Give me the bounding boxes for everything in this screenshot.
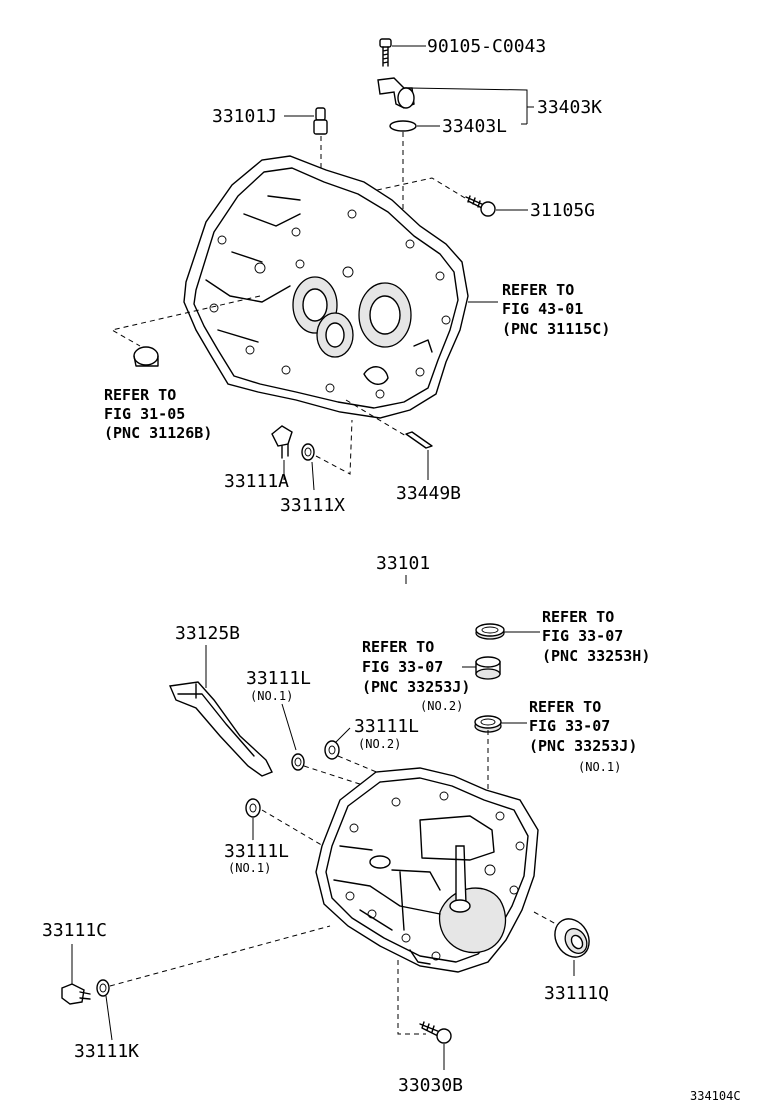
dowel-sleeve-b-icon <box>324 740 340 760</box>
transmission-case-icon <box>183 155 469 419</box>
dowel-pin-icon <box>313 107 328 135</box>
gasket-icon <box>301 443 315 461</box>
refer-33253j-no1-line3: (PNC 33253J) <box>529 737 637 755</box>
drain-plug-icon <box>271 425 293 459</box>
label-33449b: 33449B <box>396 483 461 504</box>
label-33111c: 33111C <box>42 920 107 941</box>
oil-seal-j1-icon <box>474 715 502 733</box>
pipe-icon <box>405 431 433 449</box>
label-31105g: 31105G <box>530 200 595 221</box>
refer-fig-43-01-line1: REFER TO <box>502 281 574 299</box>
bolt-33030b-icon <box>419 1021 452 1044</box>
refer-33253h-line2: FIG 33-07 <box>542 627 623 645</box>
refer-33253h-line1: REFER TO <box>542 608 614 626</box>
label-33101j: 33101J <box>212 106 277 127</box>
refer-33253j-no2-line3: (PNC 33253J) <box>362 678 470 696</box>
refer-fig-31-05-line3: (PNC 31126B) <box>104 424 212 442</box>
refer-33253j-no1-line4: (NO.1) <box>578 760 621 774</box>
refer-33253j-no1-line2: FIG 33-07 <box>529 717 610 735</box>
dowel-sleeve-c-icon <box>245 798 261 818</box>
refer-fig-31-05-line2: FIG 31-05 <box>104 405 185 423</box>
refer-fig-31-05-line1: REFER TO <box>104 386 176 404</box>
label-33111x: 33111X <box>280 495 345 516</box>
oil-seal-h-icon <box>475 623 505 640</box>
label-90105-c0043: 90105-C0043 <box>427 36 546 57</box>
label-33111l-a: 33111L <box>246 668 311 689</box>
oil-seal-j2-icon <box>475 656 501 680</box>
bolt-31105g-icon <box>465 195 496 217</box>
label-33111l-b-sub: (NO.2) <box>358 737 401 751</box>
label-33403k: 33403K <box>537 97 602 118</box>
oil-seal-q-icon <box>554 918 590 958</box>
label-33111l-b: 33111L <box>354 716 419 737</box>
plug-icon <box>133 346 159 367</box>
label-33111l-c: 33111L <box>224 841 289 862</box>
refer-fig-43-01-line3: (PNC 31115C) <box>502 320 610 338</box>
refer-fig-43-01-line2: FIG 43-01 <box>502 300 583 318</box>
label-33101: 33101 <box>376 553 430 574</box>
refer-33253j-no2-line2: FIG 33-07 <box>362 658 443 676</box>
figure-id: 334104C <box>690 1089 741 1103</box>
refer-33253j-no1-line1: REFER TO <box>529 698 601 716</box>
bolt-90105-c0043-icon <box>379 38 392 67</box>
refer-33253j-no2-line4: (NO.2) <box>420 699 463 713</box>
oil-receiver-plate-icon <box>168 681 273 777</box>
label-33111l-a-sub: (NO.1) <box>250 689 293 703</box>
label-33111l-c-sub: (NO.1) <box>228 861 271 875</box>
filler-plug-icon <box>61 983 91 1005</box>
label-33125b: 33125B <box>175 623 240 644</box>
label-33111k: 33111K <box>74 1041 139 1062</box>
label-33030b: 33030B <box>398 1075 463 1096</box>
o-ring-icon <box>389 120 417 132</box>
label-33111a: 33111A <box>224 471 289 492</box>
gasket-k-icon <box>96 979 110 997</box>
refer-33253h-line3: (PNC 33253H) <box>542 647 650 665</box>
speedometer-sleeve-icon <box>377 77 415 109</box>
dowel-sleeve-a-icon <box>291 753 305 771</box>
label-33403l: 33403L <box>442 116 507 137</box>
refer-33253j-no2-line1: REFER TO <box>362 638 434 656</box>
label-33111q: 33111Q <box>544 983 609 1004</box>
transaxle-housing-icon <box>315 767 539 973</box>
